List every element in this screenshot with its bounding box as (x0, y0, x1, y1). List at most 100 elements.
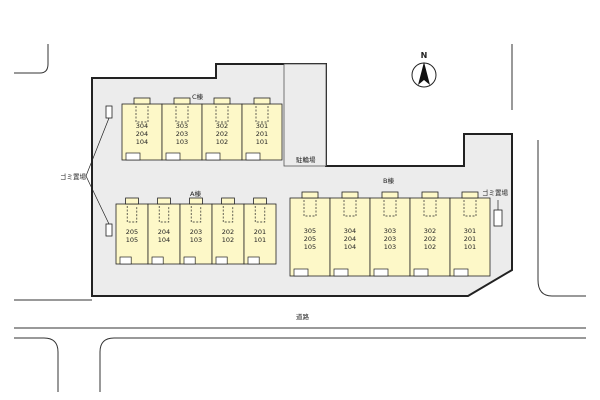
unit-number: 102 (222, 236, 234, 244)
garbage-box-bottom (105, 223, 113, 237)
unit-number: 301 (464, 227, 476, 235)
road-label: 道路 (296, 312, 310, 321)
unit-outline (121, 103, 163, 161)
unit-entry-bump (173, 97, 191, 105)
unit-entry-bump (461, 191, 479, 199)
building-a-label: A棟 (190, 189, 201, 198)
garbage-left-label: ゴミ置場 (60, 172, 87, 181)
unit-number: 304 (136, 122, 148, 130)
unit-number: 103 (176, 138, 188, 146)
unit-entry-bump (133, 97, 151, 105)
garbage-left-group: ゴミ置場 (60, 105, 113, 237)
unit-stair-dashed (383, 200, 397, 217)
unit-entry-bump (189, 197, 203, 205)
unit-door-mark (453, 268, 469, 277)
unit-entry-bump (213, 97, 231, 105)
unit-number: 305 (304, 227, 316, 235)
unit-number: 302 (424, 227, 436, 235)
unit-number: 101 (464, 243, 476, 251)
garbage-right-group: ゴミ置場 (482, 188, 509, 227)
unit-entry-bump (253, 197, 267, 205)
unit-stair-dashed (135, 106, 149, 123)
building-b: 3052051053042041043032031033022021023012… (289, 191, 491, 277)
unit-outline (211, 203, 245, 265)
unit-number: 202 (216, 130, 228, 138)
unit-number: 103 (384, 243, 396, 251)
garbage-box-top (105, 105, 113, 119)
unit-door-mark (215, 256, 228, 265)
unit-number: 202 (424, 235, 436, 243)
unit-door-mark (151, 256, 164, 265)
unit-number: 105 (126, 236, 138, 244)
unit-outline (201, 103, 243, 161)
unit-entry-bump (221, 197, 235, 205)
road-edges (14, 44, 586, 392)
unit-number: 104 (136, 138, 148, 146)
unit-door-mark (183, 256, 196, 265)
unit-number: 201 (464, 235, 476, 243)
unit-number: 204 (136, 130, 148, 138)
unit-outline (329, 197, 371, 277)
compass-label: N (421, 51, 428, 60)
unit-number: 205 (304, 235, 316, 243)
unit-number: 101 (254, 236, 266, 244)
unit-number: 104 (344, 243, 356, 251)
unit-stair-dashed (343, 200, 357, 217)
unit-stair-dashed (463, 200, 477, 217)
unit-door-mark (205, 152, 221, 161)
unit-door-mark (125, 152, 141, 161)
bicycle-parking-label: 駐輪場 (296, 155, 316, 164)
unit-entry-bump (157, 197, 171, 205)
unit-stair-dashed (254, 206, 266, 223)
unit-number: 101 (256, 138, 268, 146)
unit-number: 203 (384, 235, 396, 243)
unit-number: 303 (384, 227, 396, 235)
unit-stair-dashed (423, 200, 437, 217)
unit-outline (179, 203, 213, 265)
unit-outline (241, 103, 283, 161)
unit-number: 105 (304, 243, 316, 251)
unit-stair-dashed (255, 106, 269, 123)
unit-entry-bump (341, 191, 359, 199)
garbage-box-right (493, 209, 503, 227)
unit-number: 303 (176, 122, 188, 130)
unit-number: 205 (126, 228, 138, 236)
unit-stair-dashed (215, 106, 229, 123)
garbage-right-label: ゴミ置場 (482, 188, 509, 197)
unit-entry-bump (125, 197, 139, 205)
unit-number: 301 (256, 122, 268, 130)
unit-number: 102 (216, 138, 228, 146)
north-arrow: N (411, 51, 437, 88)
unit-stair-dashed (158, 206, 170, 223)
building-b-label: B棟 (383, 176, 394, 185)
unit-entry-bump (381, 191, 399, 199)
building-c-label: C棟 (192, 92, 204, 101)
unit-number: 204 (158, 228, 170, 236)
unit-number: 202 (222, 228, 234, 236)
unit-number: 304 (344, 227, 356, 235)
unit-stair-dashed (190, 206, 202, 223)
unit-entry-bump (253, 97, 271, 105)
unit-number: 104 (158, 236, 170, 244)
unit-number: 302 (216, 122, 228, 130)
unit-number: 102 (424, 243, 436, 251)
unit-door-mark (245, 152, 261, 161)
unit-number: 203 (190, 228, 202, 236)
unit-stair-dashed (222, 206, 234, 223)
unit-door-mark (165, 152, 181, 161)
unit-stair-dashed (303, 200, 317, 217)
unit-number: 103 (190, 236, 202, 244)
unit-door-mark (333, 268, 349, 277)
